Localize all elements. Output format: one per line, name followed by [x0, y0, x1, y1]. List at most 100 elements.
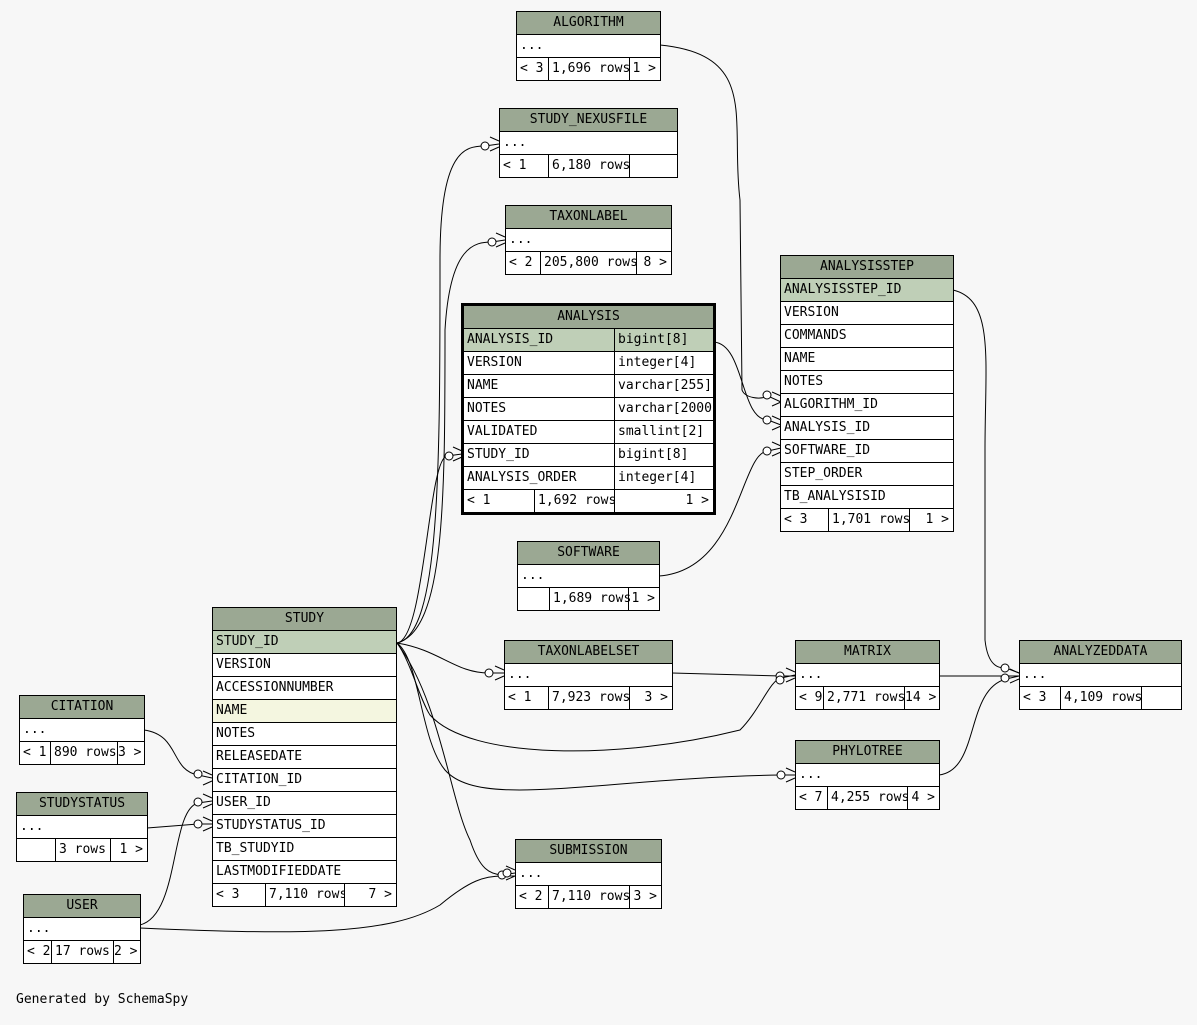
children-link[interactable] — [629, 155, 677, 177]
parents-link[interactable]: < 1 — [23, 745, 47, 760]
table-user[interactable]: USER ... < 2 17 rows 2 > — [23, 894, 141, 964]
column-name: STUDY_ID — [467, 447, 530, 462]
children-link[interactable]: 3 > — [629, 886, 661, 908]
children-link[interactable]: 4 > — [907, 787, 939, 809]
collapsed-columns: ... — [1020, 664, 1181, 687]
table-study-nexusfile[interactable]: STUDY_NEXUSFILE ... < 1 6,180 rows — [499, 108, 678, 178]
table-title: MATRIX — [796, 641, 939, 664]
parents-link[interactable]: < 2 — [519, 889, 543, 904]
column-name: VERSION — [467, 355, 522, 370]
parents-link[interactable]: < 1 — [503, 158, 527, 173]
table-analyzeddata[interactable]: ANALYZEDDATA ... < 3 4,109 rows — [1019, 640, 1182, 710]
table-title: PHYLOTREE — [796, 741, 939, 764]
children-link[interactable]: 1 > — [909, 509, 953, 531]
parents-link[interactable]: < 9 — [799, 690, 822, 705]
table-citation[interactable]: CITATION ... < 1 890 rows 3 > — [19, 695, 145, 765]
table-matrix[interactable]: MATRIX ... < 9 2,771 rows 14 > — [795, 640, 940, 710]
table-taxonlabel[interactable]: TAXONLABEL ... < 2 205,800 rows 8 > — [505, 205, 672, 275]
row-count: 2,771 rows — [823, 687, 905, 709]
table-footer: < 7 4,255 rows 4 > — [796, 787, 939, 809]
column-row[interactable]: NAME — [781, 348, 953, 371]
column-row[interactable]: STUDY_ID bigint[8] — [464, 444, 713, 467]
parents-link[interactable]: < 3 — [520, 61, 544, 76]
table-title: STUDYSTATUS — [17, 793, 147, 816]
table-submission[interactable]: SUBMISSION ... < 2 7,110 rows 3 > — [515, 839, 662, 909]
collapsed-columns: ... — [796, 764, 939, 787]
column-row[interactable]: STEP_ORDER — [781, 463, 953, 486]
children-link[interactable] — [1141, 687, 1181, 709]
parents-link[interactable]: < 3 — [1023, 690, 1047, 705]
column-name: ANALYSIS_ORDER — [467, 470, 577, 485]
row-count: 1,696 rows — [548, 58, 630, 80]
children-link[interactable]: 1 > — [110, 839, 147, 861]
table-taxonlabelset[interactable]: TAXONLABELSET ... < 1 7,923 rows 3 > — [504, 640, 673, 710]
column-row[interactable]: TB_ANALYSISID — [781, 486, 953, 509]
table-title: STUDY_NEXUSFILE — [500, 109, 677, 132]
column-row[interactable]: TB_STUDYID — [213, 838, 396, 861]
table-study[interactable]: STUDY STUDY_ID VERSION ACCESSIONNUMBER N… — [212, 607, 397, 907]
column-row[interactable]: ANALYSIS_ID — [781, 417, 953, 440]
parents-link[interactable]: < 1 — [508, 690, 532, 705]
children-link[interactable]: 3 > — [117, 742, 144, 764]
column-row[interactable]: RELEASEDATE — [213, 746, 396, 769]
table-footer: < 3 4,109 rows — [1020, 687, 1181, 709]
column-type: smallint[2] — [614, 421, 704, 443]
row-count: 1,689 rows — [549, 588, 631, 610]
column-row[interactable]: COMMANDS — [781, 325, 953, 348]
table-footer: < 1 890 rows 3 > — [20, 742, 144, 764]
column-type: bigint[8] — [614, 444, 688, 466]
children-link[interactable]: 8 > — [636, 252, 671, 274]
parents-link[interactable]: < 2 — [509, 255, 533, 270]
table-software[interactable]: SOFTWARE ... 1,689 rows 1 > — [517, 541, 660, 611]
column-row[interactable]: VERSION — [781, 302, 953, 325]
column-row[interactable]: NAME — [213, 700, 396, 723]
table-studystatus[interactable]: STUDYSTATUS ... 3 rows 1 > — [16, 792, 148, 862]
children-link[interactable]: 2 > — [113, 941, 140, 963]
column-name: VALIDATED — [467, 424, 538, 439]
collapsed-columns: ... — [516, 863, 661, 886]
table-algorithm[interactable]: ALGORITHM ... < 3 1,696 rows 1 > — [516, 11, 661, 81]
column-row[interactable]: ALGORITHM_ID — [781, 394, 953, 417]
column-type: varchar[255] — [614, 375, 712, 397]
table-analysisstep[interactable]: ANALYSISSTEP ANALYSISSTEP_ID VERSION COM… — [780, 255, 954, 532]
parents-link[interactable]: < 3 — [784, 512, 808, 527]
children-link[interactable]: 1 > — [628, 588, 659, 610]
generated-by-footer: Generated by SchemaSpy — [16, 992, 189, 1007]
parents-link[interactable]: < 7 — [799, 790, 823, 805]
column-row[interactable]: LASTMODIFIEDDATE — [213, 861, 396, 884]
children-link[interactable]: 14 > — [904, 687, 939, 709]
column-row[interactable]: VERSION — [213, 654, 396, 677]
row-count: 7,110 rows — [548, 886, 630, 908]
children-link[interactable]: 1 > — [629, 58, 660, 80]
column-row[interactable]: ANALYSISSTEP_ID — [781, 279, 953, 302]
column-row[interactable]: NOTES — [781, 371, 953, 394]
column-row[interactable]: SOFTWARE_ID — [781, 440, 953, 463]
parents-link[interactable] — [17, 839, 54, 861]
parents-link[interactable] — [518, 588, 548, 610]
column-row[interactable]: VALIDATED smallint[2] — [464, 421, 713, 444]
column-row[interactable]: NOTES — [213, 723, 396, 746]
children-link[interactable]: 3 > — [629, 687, 672, 709]
children-link[interactable]: 7 > — [344, 884, 396, 906]
parents-link[interactable]: < 3 — [216, 887, 240, 902]
parents-link[interactable]: < 2 — [27, 944, 50, 959]
table-footer: < 9 2,771 rows 14 > — [796, 687, 939, 709]
table-title: ALGORITHM — [517, 12, 660, 35]
column-row[interactable]: ACCESSIONNUMBER — [213, 677, 396, 700]
table-phylotree[interactable]: PHYLOTREE ... < 7 4,255 rows 4 > — [795, 740, 940, 810]
column-row[interactable]: STUDYSTATUS_ID — [213, 815, 396, 838]
row-count: 6,180 rows — [548, 155, 630, 177]
table-footer: < 1 6,180 rows — [500, 155, 677, 177]
column-row[interactable]: CITATION_ID — [213, 769, 396, 792]
column-row[interactable]: STUDY_ID — [213, 631, 396, 654]
table-footer: < 3 1,701 rows 1 > — [781, 509, 953, 531]
column-row[interactable]: USER_ID — [213, 792, 396, 815]
parents-link[interactable]: < 1 — [467, 493, 491, 508]
children-link[interactable]: 1 > — [614, 490, 713, 512]
